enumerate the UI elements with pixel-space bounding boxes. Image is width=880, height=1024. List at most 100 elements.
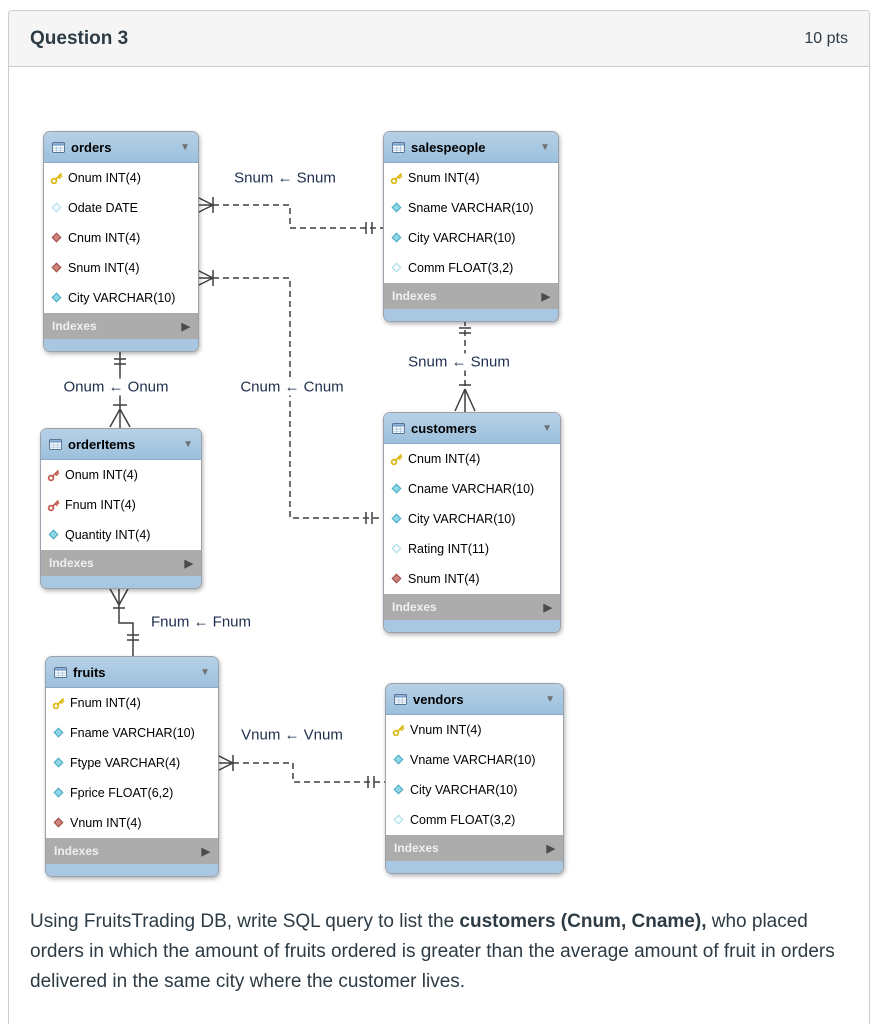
relationship-label: Vnum ← Vnum (238, 726, 346, 744)
question-title: Question 3 (30, 27, 129, 49)
table-icon (52, 141, 65, 153)
indexes-row: Indexes ▶ (44, 313, 198, 339)
nullable-column-icon (390, 543, 403, 556)
indexes-label: Indexes (392, 289, 437, 303)
indexes-label: Indexes (394, 841, 439, 855)
column-row: Onum INT(4) (41, 460, 201, 490)
not-null-column-icon (392, 784, 405, 797)
column-row: Fname VARCHAR(10) (46, 718, 218, 748)
table-footer (384, 309, 558, 321)
column-row: Fnum INT(4) (46, 688, 218, 718)
relationship-orders-salespeople (196, 196, 383, 234)
column-row: Onum INT(4) (44, 163, 198, 193)
column-row: Vname VARCHAR(10) (386, 745, 563, 775)
indexes-row: Indexes ▶ (41, 550, 201, 576)
primary-foreign-key-icon (47, 469, 60, 481)
indexes-row: Indexes ▶ (46, 838, 218, 864)
primary-key-icon (390, 453, 403, 465)
table-orders: orders ▼ Onum INT(4) Odate DATE Cnum INT… (43, 131, 199, 352)
column-row: Snum INT(4) (384, 163, 558, 193)
question-text-part: Using FruitsTrading DB, write SQL query … (30, 911, 460, 932)
column-row: Cnum INT(4) (44, 223, 198, 253)
column-label: Quantity INT(4) (65, 528, 151, 542)
column-label: City VARCHAR(10) (410, 783, 518, 797)
not-null-column-icon (390, 202, 403, 215)
column-row: City VARCHAR(10) (44, 283, 198, 313)
column-label: Snum INT(4) (408, 572, 480, 586)
column-row: City VARCHAR(10) (386, 775, 563, 805)
table-header: orders ▼ (44, 132, 198, 163)
column-row: Vnum INT(4) (386, 715, 563, 745)
column-label: Vnum INT(4) (70, 816, 142, 830)
column-row: Vnum INT(4) (46, 808, 218, 838)
not-null-column-icon (390, 513, 403, 526)
table-name: orderItems (68, 436, 136, 452)
column-row: City VARCHAR(10) (384, 223, 558, 253)
relationship-label: Snum ← Snum (405, 353, 513, 371)
column-row: Rating INT(11) (384, 534, 560, 564)
column-label: Fnum INT(4) (65, 498, 136, 512)
indexes-label: Indexes (54, 844, 99, 858)
column-row: Quantity INT(4) (41, 520, 201, 550)
column-label: Onum INT(4) (68, 171, 141, 185)
table-name: vendors (413, 691, 464, 707)
table-customers: customers ▼ Cnum INT(4) Cname VARCHAR(10… (383, 412, 561, 633)
table-name: orders (71, 139, 112, 155)
primary-key-icon (392, 724, 405, 736)
column-label: Comm FLOAT(3,2) (410, 813, 516, 827)
column-label: Rating INT(11) (408, 542, 490, 556)
table-header: fruits ▼ (46, 657, 218, 688)
table-name: salespeople (411, 139, 486, 155)
column-label: Cnum INT(4) (408, 452, 481, 466)
table-salespeople: salespeople ▼ Snum INT(4) Sname VARCHAR(… (383, 131, 559, 322)
primary-key-icon (50, 172, 63, 184)
table-footer (386, 861, 563, 873)
column-label: Odate DATE (68, 201, 138, 215)
expand-icon: ▶ (546, 842, 555, 855)
collapse-icon: ▼ (183, 438, 193, 450)
foreign-key-column-icon (390, 573, 403, 586)
table-footer (384, 620, 560, 632)
expand-icon: ▶ (181, 320, 190, 333)
question-text-part: who placed orders in which the amount of… (30, 911, 835, 992)
table-icon (394, 693, 407, 705)
table-vendors: vendors ▼ Vnum INT(4) Vname VARCHAR(10) … (385, 683, 564, 874)
er-diagram: Snum ← Snum Onum ← Onum Cnum ← Cnum Snum… (9, 67, 869, 905)
relationship-label: Onum ← Onum (60, 378, 172, 396)
indexes-label: Indexes (49, 556, 94, 570)
column-label: Onum INT(4) (65, 468, 138, 482)
expand-icon: ▶ (543, 601, 552, 614)
column-row: Cname VARCHAR(10) (384, 474, 560, 504)
column-row: Sname VARCHAR(10) (384, 193, 558, 223)
table-footer (41, 576, 201, 588)
relationship-orderitems-fruits (108, 586, 139, 656)
table-fruits: fruits ▼ Fnum INT(4) Fname VARCHAR(10) F… (45, 656, 219, 877)
question-header: Question 3 10 pts (9, 11, 869, 67)
column-label: Sname VARCHAR(10) (408, 201, 534, 215)
column-label: Fnum INT(4) (70, 696, 141, 710)
foreign-key-column-icon (50, 232, 63, 245)
relationship-label: Cnum ← Cnum (237, 378, 347, 396)
not-null-column-icon (52, 757, 65, 770)
column-row: Snum INT(4) (44, 253, 198, 283)
column-row: Comm FLOAT(3,2) (386, 805, 563, 835)
column-row: Odate DATE (44, 193, 198, 223)
table-header: orderItems ▼ (41, 429, 201, 460)
table-footer (46, 864, 218, 876)
foreign-key-column-icon (50, 262, 63, 275)
table-header: vendors ▼ (386, 684, 563, 715)
question-panel: Question 3 10 pts (8, 10, 870, 1024)
table-header: salespeople ▼ (384, 132, 558, 163)
column-label: Vnum INT(4) (410, 723, 482, 737)
column-label: Vname VARCHAR(10) (410, 753, 536, 767)
column-label: Comm FLOAT(3,2) (408, 261, 514, 275)
column-label: Fprice FLOAT(6,2) (70, 786, 174, 800)
foreign-key-column-icon (52, 817, 65, 830)
table-icon (54, 666, 67, 678)
not-null-column-icon (52, 727, 65, 740)
not-null-column-icon (52, 787, 65, 800)
column-label: Cname VARCHAR(10) (408, 482, 535, 496)
primary-foreign-key-icon (47, 499, 60, 511)
column-row: Ftype VARCHAR(4) (46, 748, 218, 778)
table-icon (392, 422, 405, 434)
